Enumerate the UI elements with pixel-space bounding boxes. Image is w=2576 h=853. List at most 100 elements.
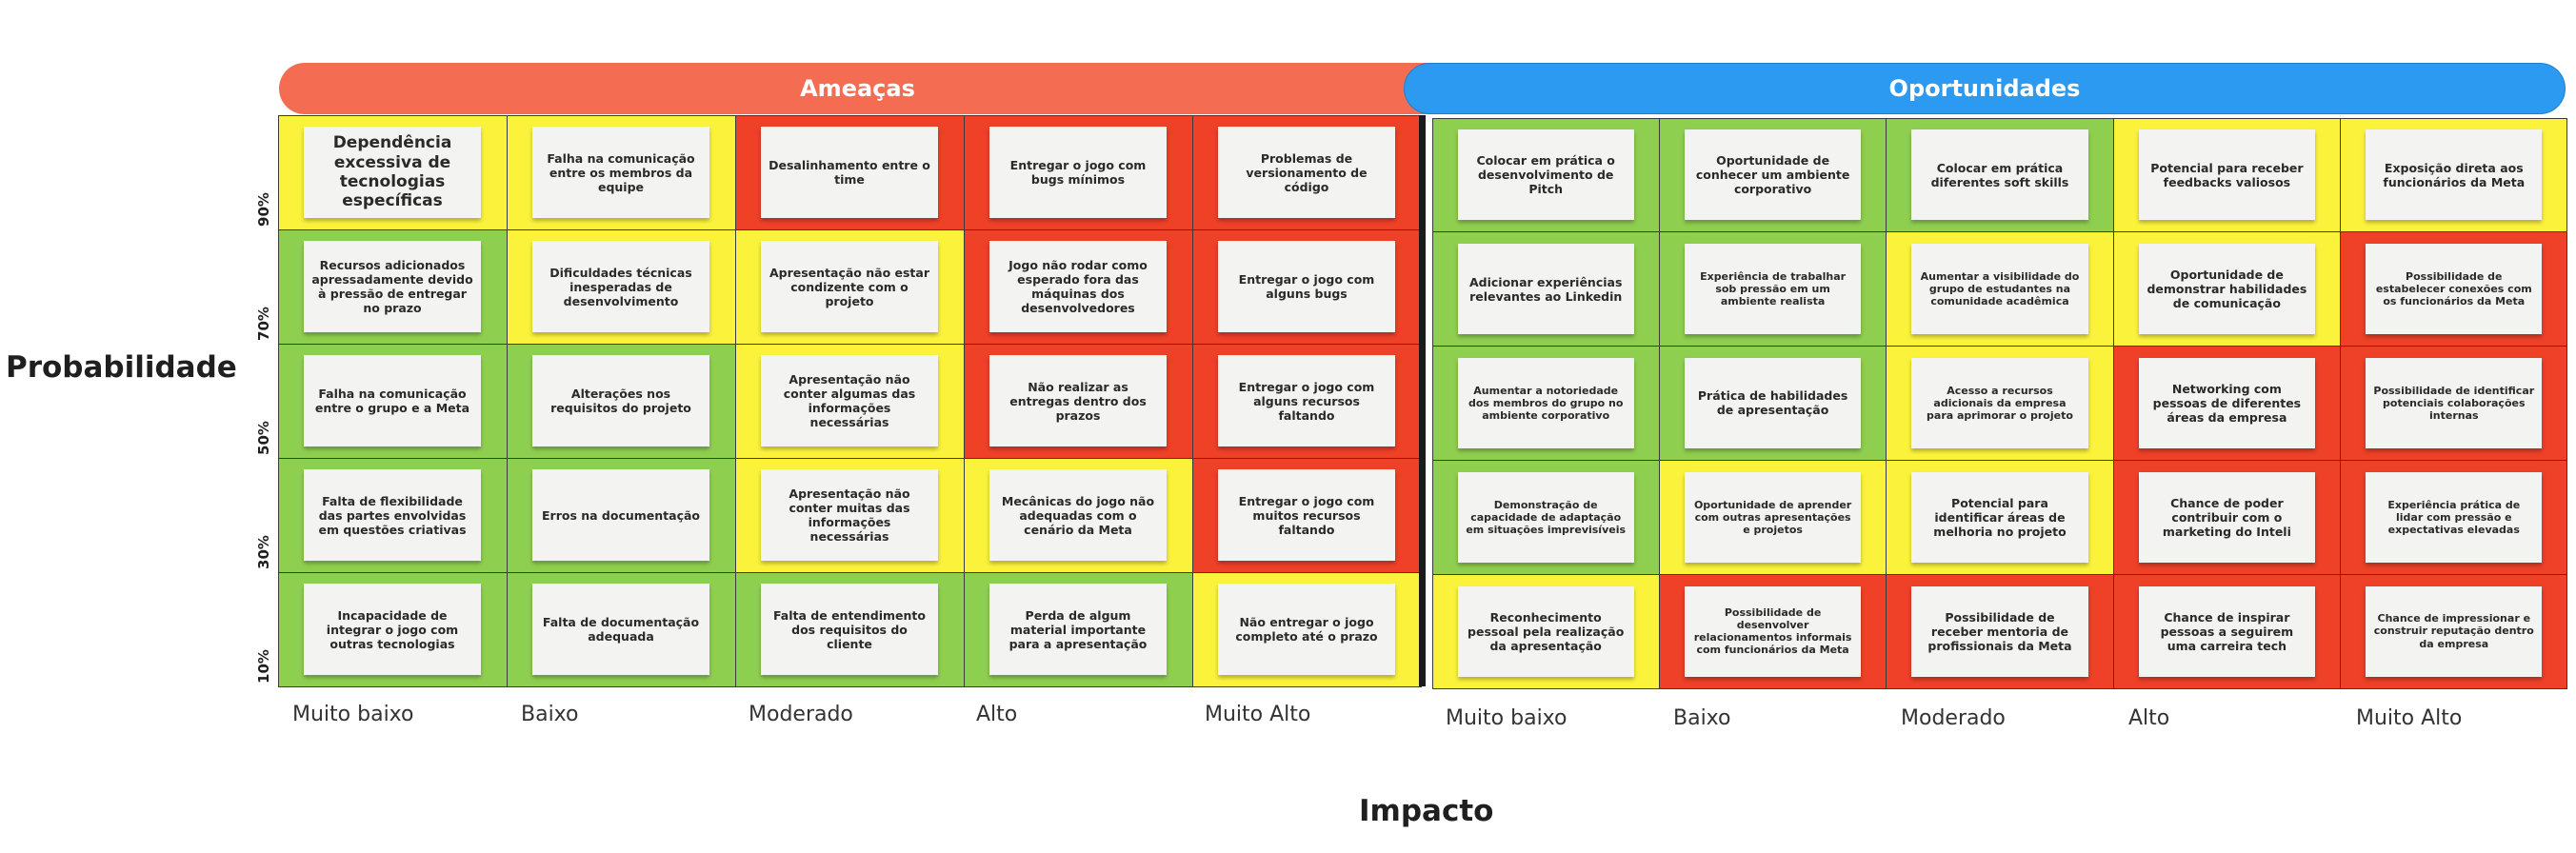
sticky-note[interactable]: Dificuldades técnicas inesperadas de des… (531, 241, 710, 332)
threat-cell: Apresentação não conter algumas das info… (734, 343, 965, 459)
threat-cell: Entregar o jogo com bugs mínimos (963, 114, 1193, 230)
sticky-note[interactable]: Falta de flexibilidade das partes envolv… (303, 469, 482, 561)
sticky-note[interactable]: Experiência de trabalhar sob pressão em … (1685, 244, 1862, 335)
opportunity-cell: Exposição direta aos funcionários da Met… (2340, 117, 2568, 233)
threat-cell: Dependência excessiva de tecnologias esp… (277, 114, 508, 230)
sticky-note[interactable]: Possibilidade de identificar potenciais … (2366, 357, 2543, 448)
threat-cell: Falha na comunicação entre os membros da… (506, 114, 736, 230)
sticky-note[interactable]: Falta de documentação adequada (531, 584, 710, 675)
sticky-note[interactable]: Perda de algum material importante para … (988, 584, 1168, 675)
sticky-note[interactable]: Não entregar o jogo completo até o prazo (1217, 584, 1396, 675)
opportunity-cell: Potencial para identificar áreas de melh… (1886, 459, 2114, 575)
sticky-note[interactable]: Entregar o jogo com muitos recursos falt… (1217, 469, 1396, 561)
sticky-note[interactable]: Dependência excessiva de tecnologias esp… (303, 127, 482, 218)
impact-label: Muito Alto (1205, 703, 1311, 726)
sticky-note[interactable]: Falha na comunicação entre os membros da… (531, 127, 710, 218)
probability-label: 10% (255, 649, 272, 684)
opportunities-banner: Oportunidades (1404, 63, 2566, 114)
sticky-note[interactable]: Apresentação não estar condizente com o … (760, 241, 939, 332)
threats-matrix: Dependência excessiva de tecnologias esp… (277, 114, 1422, 687)
sticky-note[interactable]: Falha na comunicação entre o grupo e a M… (303, 355, 482, 446)
sticky-note[interactable]: Adicionar experiências relevantes ao Lin… (1457, 244, 1634, 335)
opportunity-cell: Possibilidade de desenvolver relacioname… (1658, 573, 1887, 689)
threat-cell: Mecânicas do jogo não adequadas com o ce… (963, 457, 1193, 573)
impact-label: Alto (2128, 706, 2170, 730)
sticky-note[interactable]: Chance de inspirar pessoas a seguirem um… (2138, 585, 2315, 677)
probability-label: 90% (255, 192, 272, 227)
sticky-note[interactable]: Chance de poder contribuir com o marketi… (2138, 471, 2315, 563)
probability-label: 70% (255, 307, 272, 341)
sticky-note[interactable]: Possibilidade de receber mentoria de pro… (1911, 585, 2088, 677)
threat-cell: Não realizar as entregas dentro dos praz… (963, 343, 1193, 459)
threat-cell: Desalinhamento entre o time (734, 114, 965, 230)
sticky-note[interactable]: Oportunidade de demonstrar habilidades d… (2138, 244, 2315, 335)
sticky-note[interactable]: Networking com pessoas de diferentes áre… (2138, 357, 2315, 448)
sticky-note[interactable]: Acesso a recursos adicionais da empresa … (1911, 357, 2088, 448)
sticky-note[interactable]: Jogo não rodar como esperado fora das má… (988, 241, 1168, 332)
threat-cell: Problemas de versionamento de código (1191, 114, 1422, 230)
sticky-note[interactable]: Alterações nos requisitos do projeto (531, 355, 710, 446)
threat-cell: Perda de algum material importante para … (963, 571, 1193, 687)
threat-cell: Recursos adicionados apressadamente devi… (277, 228, 508, 345)
opportunity-cell: Prática de habilidades de apresentação (1658, 346, 1887, 461)
sticky-note[interactable]: Colocar em prática diferentes soft skill… (1911, 129, 2088, 221)
sticky-note[interactable]: Incapacidade de integrar o jogo com outr… (303, 584, 482, 675)
opportunity-cell: Adicionar experiências relevantes ao Lin… (1431, 231, 1660, 347)
sticky-note[interactable]: Potencial para identificar áreas de melh… (1911, 471, 2088, 563)
sticky-note[interactable]: Potencial para receber feedbacks valioso… (2138, 129, 2315, 221)
sticky-note[interactable]: Desalinhamento entre o time (760, 127, 939, 218)
sticky-note[interactable]: Erros na documentação (531, 469, 710, 561)
threat-cell: Entregar o jogo com alguns recursos falt… (1191, 343, 1422, 459)
sticky-note[interactable]: Aumentar a visibilidade do grupo de estu… (1911, 244, 2088, 335)
sticky-note[interactable]: Chance de impressionar e construir reput… (2366, 585, 2543, 677)
opportunity-cell: Chance de poder contribuir com o marketi… (2112, 459, 2342, 575)
threat-cell: Entregar o jogo com alguns bugs (1191, 228, 1422, 345)
opportunity-cell: Demonstração de capacidade de adaptação … (1431, 459, 1660, 575)
sticky-note[interactable]: Falta de entendimento dos requisitos do … (760, 584, 939, 675)
opportunity-cell: Possibilidade de receber mentoria de pro… (1886, 573, 2114, 689)
threat-cell: Falta de flexibilidade das partes envolv… (277, 457, 508, 573)
threats-title: Ameaças (800, 75, 915, 102)
opportunities-title: Oportunidades (1888, 75, 2081, 102)
sticky-note[interactable]: Entregar o jogo com alguns bugs (1217, 241, 1396, 332)
impact-label: Moderado (1901, 706, 2006, 730)
opportunity-cell: Aumentar a notoriedade dos membros do gr… (1431, 346, 1660, 461)
sticky-note[interactable]: Apresentação não conter algumas das info… (760, 355, 939, 446)
opportunity-cell: Reconhecimento pessoal pela realização d… (1431, 573, 1660, 689)
sticky-note[interactable]: Não realizar as entregas dentro dos praz… (988, 355, 1168, 446)
impact-label: Muito Alto (2356, 706, 2463, 730)
matrix-divider (1419, 115, 1426, 686)
sticky-note[interactable]: Possibilidade de desenvolver relacioname… (1685, 585, 1862, 677)
threat-cell: Erros na documentação (506, 457, 736, 573)
sticky-note[interactable]: Mecânicas do jogo não adequadas com o ce… (988, 469, 1168, 561)
sticky-note[interactable]: Colocar em prática o desenvolvimento de … (1457, 129, 1634, 221)
sticky-note[interactable]: Exposição direta aos funcionários da Met… (2366, 129, 2543, 221)
threat-cell: Falta de entendimento dos requisitos do … (734, 571, 965, 687)
threat-cell: Falta de documentação adequada (506, 571, 736, 687)
impact-label: Muito baixo (292, 703, 414, 726)
opportunity-cell: Oportunidade de aprender com outras apre… (1658, 459, 1887, 575)
sticky-note[interactable]: Oportunidade de conhecer um ambiente cor… (1685, 129, 1862, 221)
sticky-note[interactable]: Problemas de versionamento de código (1217, 127, 1396, 218)
sticky-note[interactable]: Possibilidade de estabelecer conexões co… (2366, 244, 2543, 335)
threat-cell: Apresentação não estar condizente com o … (734, 228, 965, 345)
opportunity-cell: Possibilidade de identificar potenciais … (2340, 346, 2568, 461)
impact-label: Baixo (521, 703, 579, 726)
opportunity-cell: Colocar em prática o desenvolvimento de … (1431, 117, 1660, 233)
sticky-note[interactable]: Experiência prática de lidar com pressão… (2366, 471, 2543, 563)
sticky-note[interactable]: Entregar o jogo com alguns recursos falt… (1217, 355, 1396, 446)
probability-axis-title: Probabilidade (6, 350, 237, 385)
sticky-note[interactable]: Oportunidade de aprender com outras apre… (1685, 471, 1862, 563)
sticky-note[interactable]: Reconhecimento pessoal pela realização d… (1457, 585, 1634, 677)
sticky-note[interactable]: Demonstração de capacidade de adaptação … (1457, 471, 1634, 563)
threat-cell: Não entregar o jogo completo até o prazo (1191, 571, 1422, 687)
sticky-note[interactable]: Recursos adicionados apressadamente devi… (303, 241, 482, 332)
opportunity-cell: Experiência prática de lidar com pressão… (2340, 459, 2568, 575)
threat-cell: Entregar o jogo com muitos recursos falt… (1191, 457, 1422, 573)
opportunity-cell: Aumentar a visibilidade do grupo de estu… (1886, 231, 2114, 347)
sticky-note[interactable]: Entregar o jogo com bugs mínimos (988, 127, 1168, 218)
sticky-note[interactable]: Prática de habilidades de apresentação (1685, 357, 1862, 448)
sticky-note[interactable]: Apresentação não conter muitas das infor… (760, 469, 939, 561)
sticky-note[interactable]: Aumentar a notoriedade dos membros do gr… (1457, 357, 1634, 448)
threat-cell: Apresentação não conter muitas das infor… (734, 457, 965, 573)
